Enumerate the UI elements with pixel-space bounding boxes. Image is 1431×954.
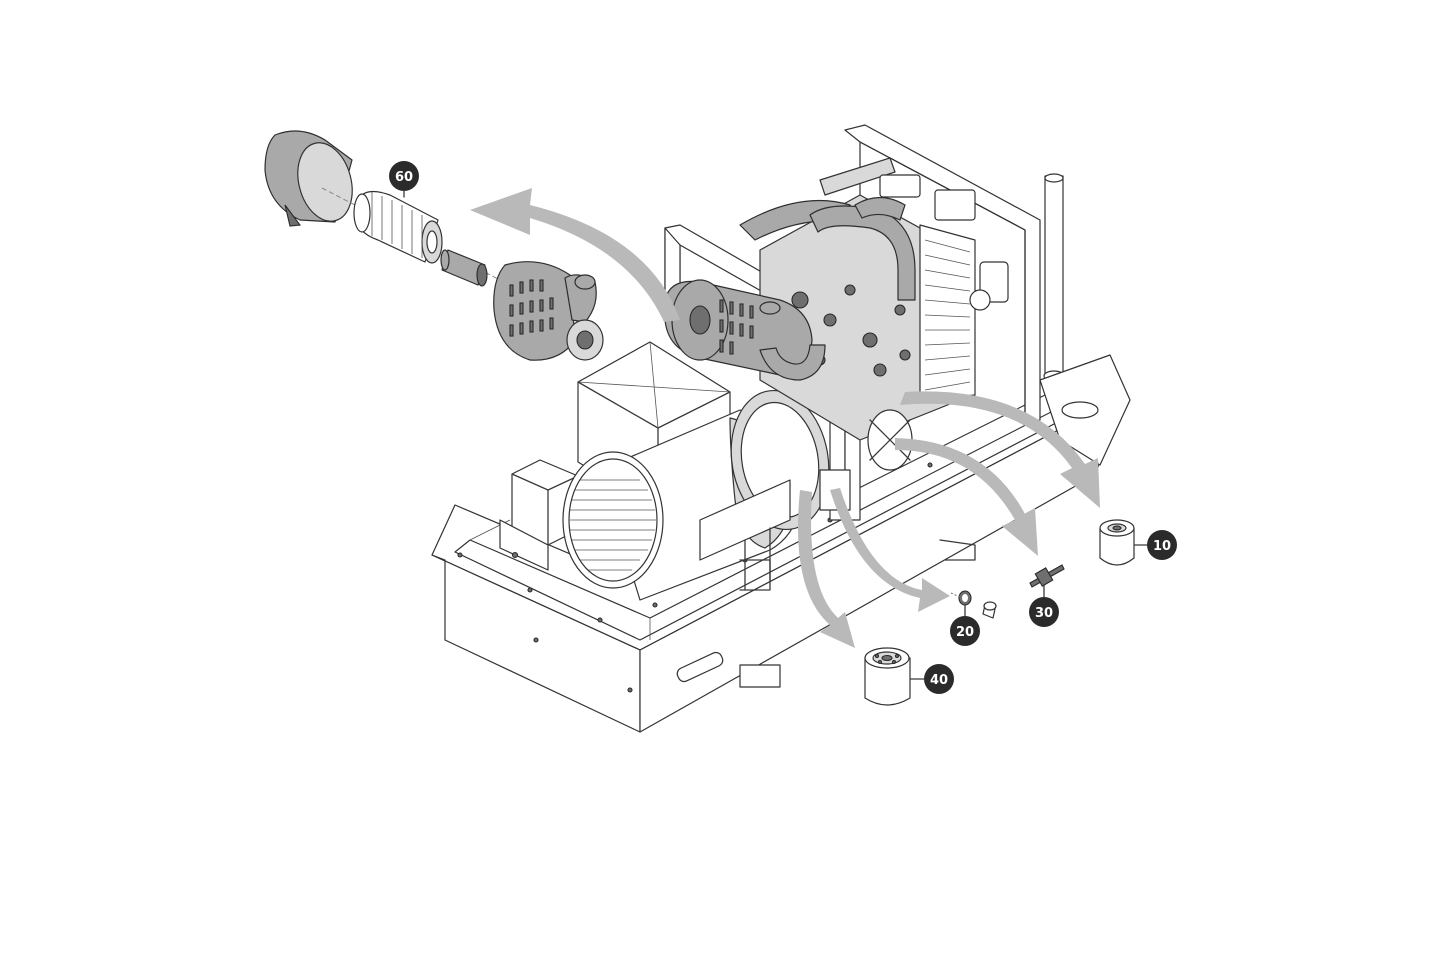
oil-filter-icon (1099, 519, 1149, 566)
installed-air-filter-icon (664, 279, 826, 381)
callout-20: 20 (950, 616, 980, 646)
arrow-to-air-filter-icon (470, 188, 680, 322)
arrow-to-drain-plug-icon (830, 488, 950, 612)
arrow-to-oil-filter-icon (900, 391, 1100, 508)
engine-assembly-icon (739, 157, 1009, 511)
callout-30: 30 (1029, 597, 1059, 627)
callout-10: 10 (1147, 530, 1177, 560)
callout-40-label: 40 (930, 673, 948, 688)
callout-40: 40 (924, 664, 954, 694)
drain-plug-icon (950, 590, 997, 619)
removal-arrows (470, 188, 1100, 648)
arrow-to-valve-icon (895, 438, 1038, 556)
battery-icon (499, 459, 579, 571)
arrow-to-fuel-filter-icon (798, 490, 855, 648)
fuel-filter-icon (864, 647, 926, 706)
callout-60-label: 60 (395, 170, 413, 185)
valve-icon (1029, 564, 1065, 599)
callout-10-label: 10 (1153, 539, 1171, 554)
callout-30-label: 30 (1035, 606, 1053, 621)
air-filter-housing-icon (264, 130, 604, 361)
callout-60: 60 (389, 161, 419, 198)
callout-20-label: 20 (956, 625, 974, 640)
